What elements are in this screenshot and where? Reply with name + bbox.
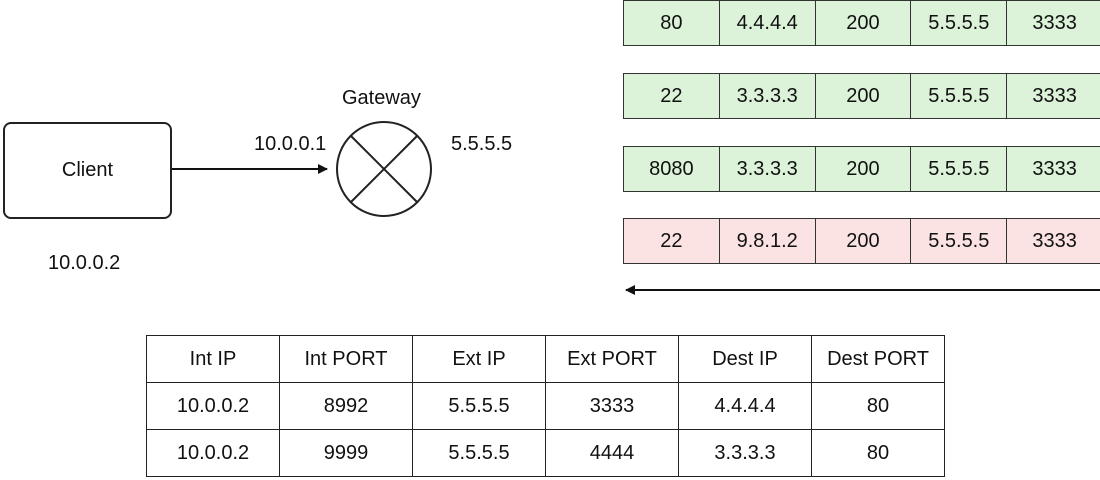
packet-row: 22 3.3.3.3 200 5.5.5.5 3333 xyxy=(623,73,1100,119)
packet-cell: 5.5.5.5 xyxy=(911,146,1008,192)
packet-cell: 4.4.4.4 xyxy=(719,0,816,46)
nat-table: Int IP Int PORT Ext IP Ext PORT Dest IP … xyxy=(146,335,945,477)
table-cell: 80 xyxy=(811,382,945,430)
table-row: 10.0.0.2 9999 5.5.5.5 4444 3.3.3.3 80 xyxy=(146,429,945,477)
packet-cell: 3.3.3.3 xyxy=(719,146,816,192)
nat-table-header-row: Int IP Int PORT Ext IP Ext PORT Dest IP … xyxy=(146,335,945,383)
packet-cell: 3.3.3.3 xyxy=(719,73,816,119)
column-header: Int PORT xyxy=(279,335,413,383)
packet-cell: 9.8.1.2 xyxy=(719,218,816,264)
packet-cell: 3333 xyxy=(1007,218,1100,264)
packet-row: 80 4.4.4.4 200 5.5.5.5 3333 xyxy=(623,0,1100,46)
table-cell: 9999 xyxy=(279,429,413,477)
table-row: 10.0.0.2 8992 5.5.5.5 3333 4.4.4.4 80 xyxy=(146,382,945,430)
column-header: Dest IP xyxy=(678,335,812,383)
packet-cell: 200 xyxy=(815,218,912,264)
table-cell: 3.3.3.3 xyxy=(678,429,812,477)
gateway-internal-ip: 10.0.0.1 xyxy=(254,133,327,155)
table-cell: 8992 xyxy=(279,382,413,430)
table-cell: 4444 xyxy=(545,429,679,477)
packet-cell: 5.5.5.5 xyxy=(911,218,1008,264)
column-header: Ext PORT xyxy=(545,335,679,383)
table-cell: 5.5.5.5 xyxy=(412,382,546,430)
table-cell: 80 xyxy=(811,429,945,477)
packet-cell: 5.5.5.5 xyxy=(911,73,1008,119)
packet-cell: 200 xyxy=(815,146,912,192)
packet-row-blocked: 22 9.8.1.2 200 5.5.5.5 3333 xyxy=(623,218,1100,264)
column-header: Int IP xyxy=(146,335,280,383)
packet-cell: 80 xyxy=(623,0,720,46)
table-cell: 5.5.5.5 xyxy=(412,429,546,477)
table-cell: 10.0.0.2 xyxy=(146,429,280,477)
packet-row: 8080 3.3.3.3 200 5.5.5.5 3333 xyxy=(623,146,1100,192)
client-ip: 10.0.0.2 xyxy=(48,252,121,274)
packet-cell: 8080 xyxy=(623,146,720,192)
gateway-icon xyxy=(336,121,432,217)
table-cell: 4.4.4.4 xyxy=(678,382,812,430)
client-label: Client xyxy=(61,159,114,181)
gateway-external-ip: 5.5.5.5 xyxy=(451,133,513,155)
packet-cell: 22 xyxy=(623,73,720,119)
packet-cell: 3333 xyxy=(1007,146,1100,192)
column-header: Dest PORT xyxy=(811,335,945,383)
packet-cell: 3333 xyxy=(1007,0,1100,46)
packet-cell: 22 xyxy=(623,218,720,264)
packet-cell: 3333 xyxy=(1007,73,1100,119)
table-cell: 3333 xyxy=(545,382,679,430)
column-header: Ext IP xyxy=(412,335,546,383)
table-cell: 10.0.0.2 xyxy=(146,382,280,430)
client-node: Client xyxy=(3,122,172,219)
gateway-label: Gateway xyxy=(342,87,421,109)
packet-cell: 5.5.5.5 xyxy=(911,0,1008,46)
packet-cell: 200 xyxy=(815,0,912,46)
packet-cell: 200 xyxy=(815,73,912,119)
